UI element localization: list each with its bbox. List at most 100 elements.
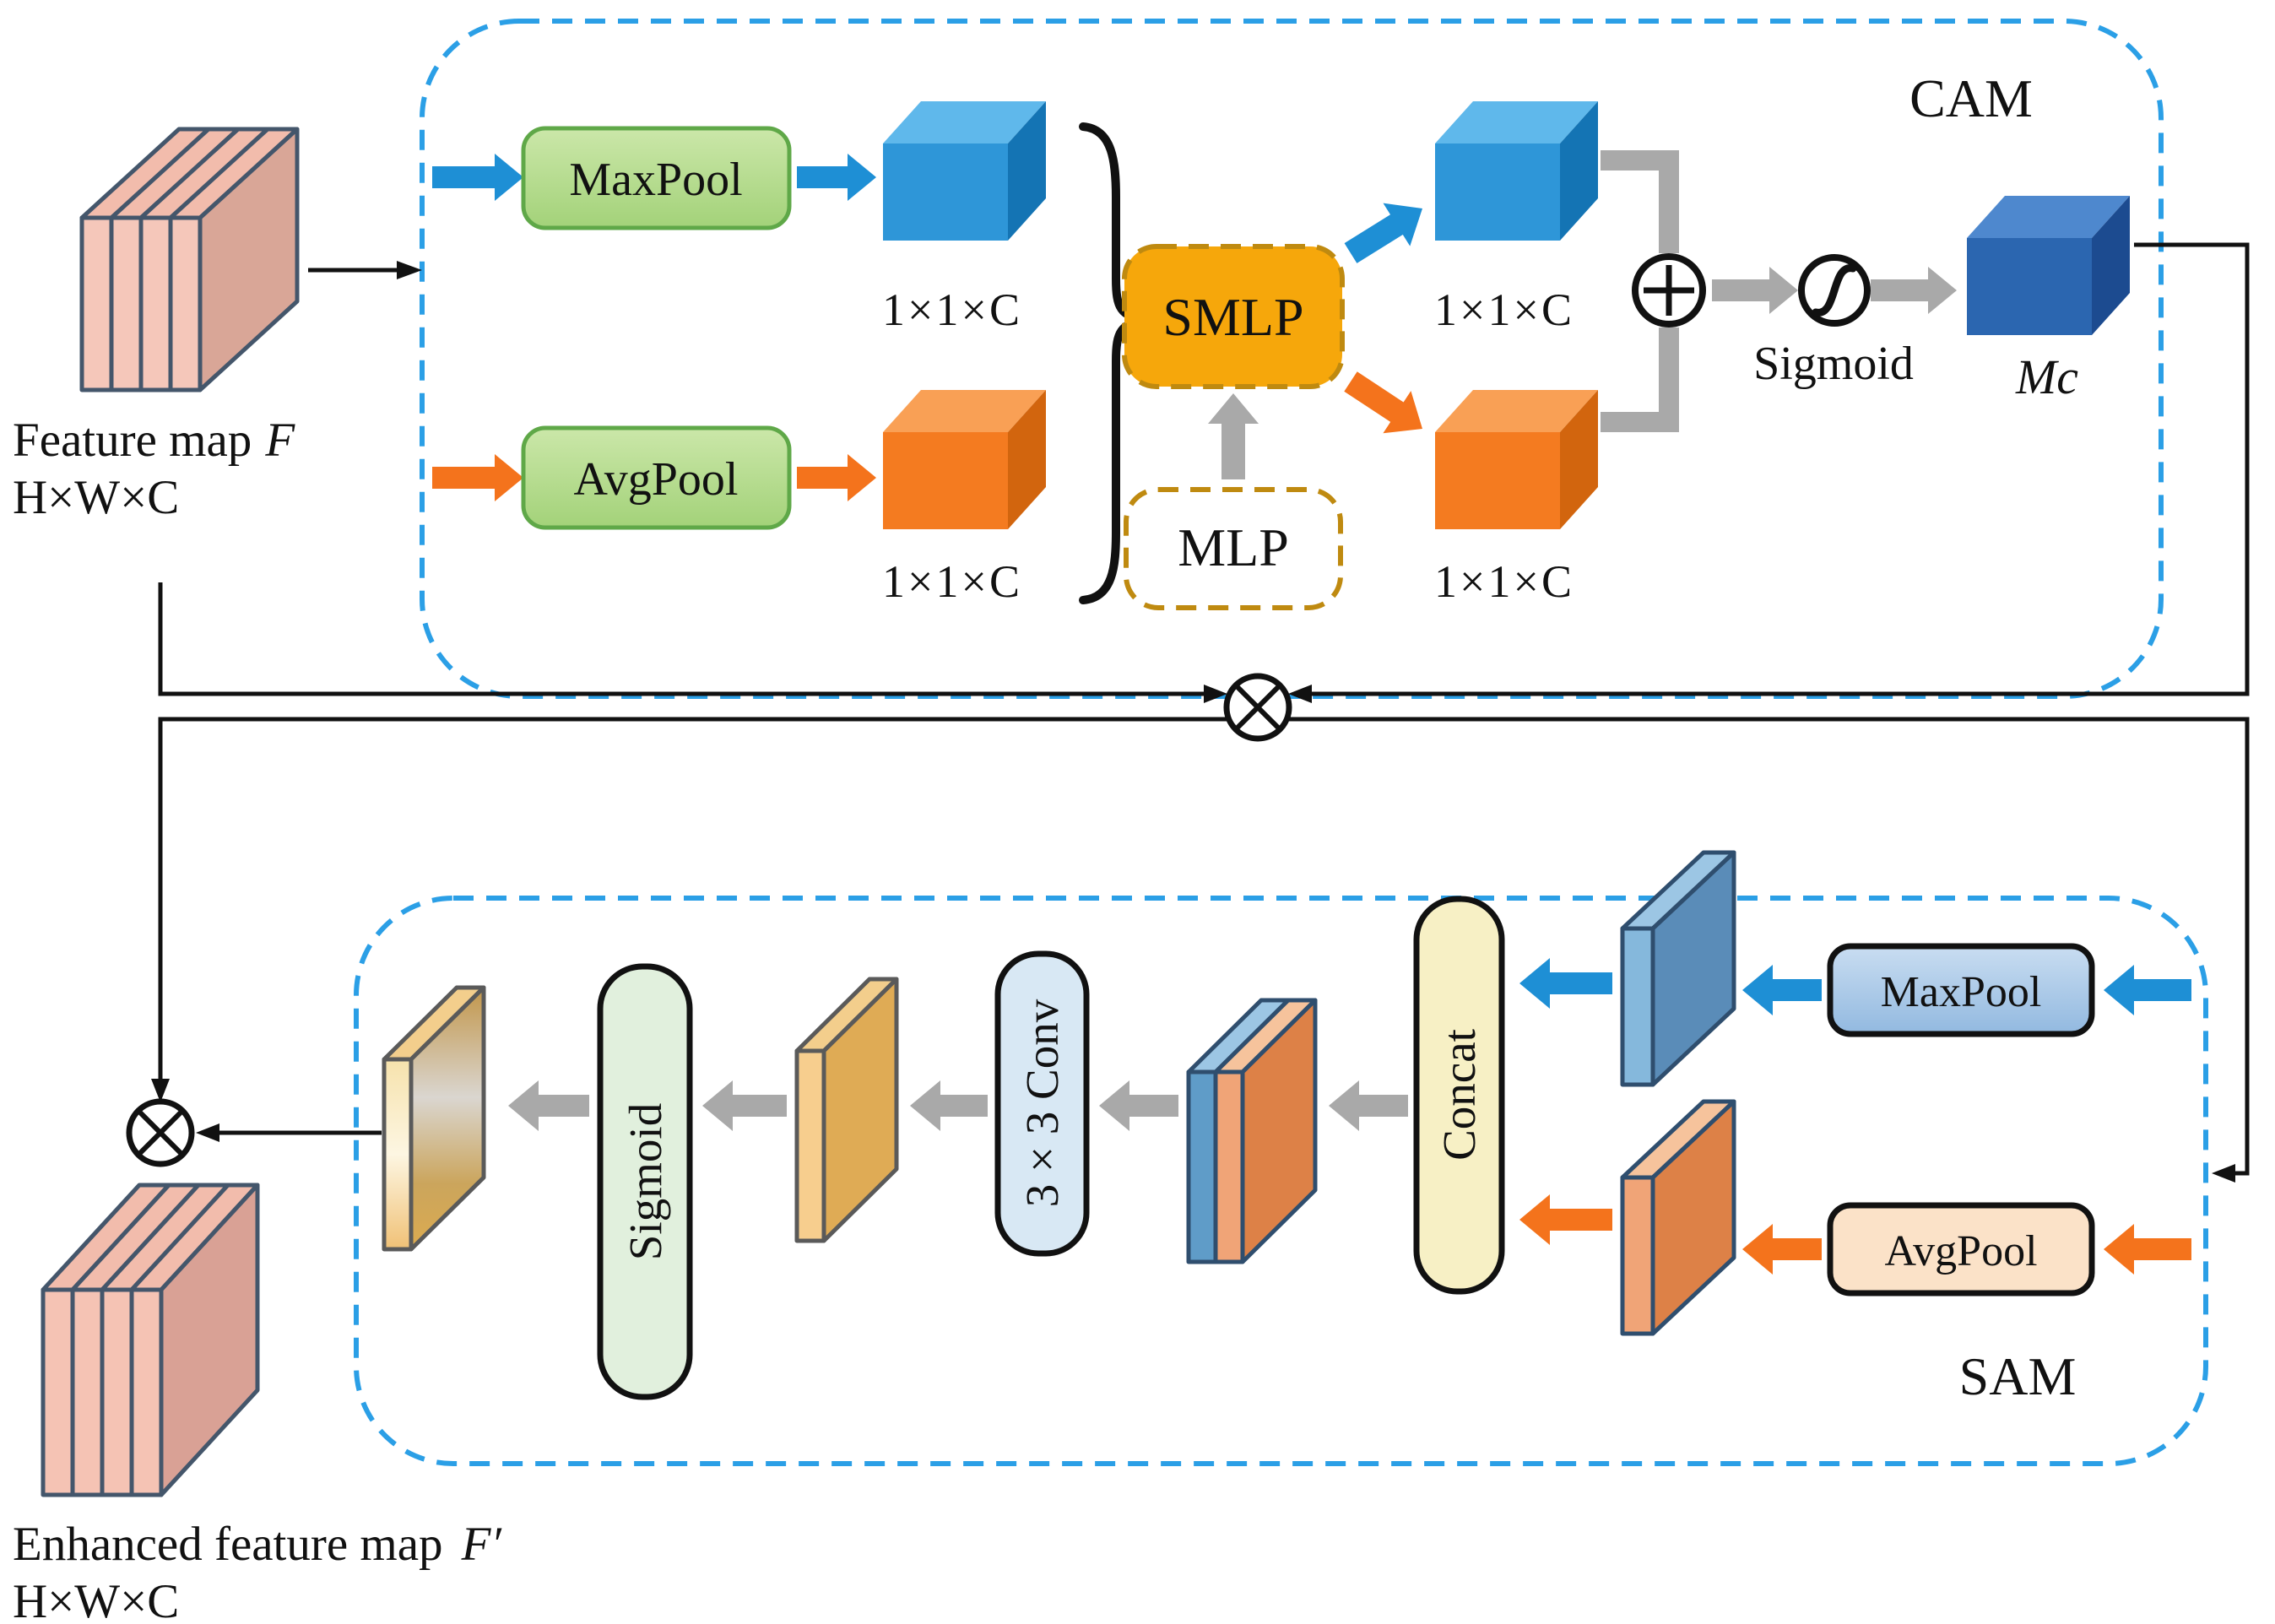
dim-label-max-in: 1×1×C <box>882 284 1022 335</box>
cam-title: CAM <box>1909 68 2033 128</box>
sam-max-plate <box>1620 850 1736 1087</box>
blue-arrow-smlp-out <box>1344 203 1422 263</box>
feature-slab-front <box>129 1287 164 1497</box>
feature-slab-front <box>168 215 203 392</box>
concat-box <box>1413 896 1505 1295</box>
dim-label-max-out: 1×1×C <box>1434 284 1574 335</box>
sam-sigmoid-label: Sigmoid <box>620 1103 671 1260</box>
cube-side <box>1560 390 1598 529</box>
cube-side <box>2092 196 2130 335</box>
cube-side <box>1560 101 1598 241</box>
plate-strip <box>1620 926 1655 1087</box>
output-dims-label: H×W×C <box>13 1575 179 1624</box>
cube-front <box>883 143 1008 241</box>
orange-arrow-smlp-out <box>1344 371 1422 434</box>
output-feature-map-stack <box>41 1183 260 1497</box>
feature-slab-front <box>70 1287 105 1497</box>
smlp-out-max-cube <box>1435 101 1598 241</box>
cam-avgpool-label: AvgPool <box>574 453 739 506</box>
cam-output-line <box>1295 242 2250 696</box>
input-label-text: Feature map <box>13 414 252 467</box>
gray-arrow-mlp-to-smlp <box>1208 393 1259 479</box>
output-label-text: Enhanced feature map <box>13 1518 443 1571</box>
multiply-icon-channel <box>1223 673 1292 742</box>
cube-front <box>1435 143 1560 241</box>
feature-branch-arrowhead <box>1204 685 1227 703</box>
gray-arrow-conv-to-plate <box>910 1080 988 1131</box>
gray-arrow-plate-to-sigmoid <box>702 1080 787 1131</box>
feature-slab-side <box>198 127 300 392</box>
blue-arrow-sam-maxpool-to-plate <box>1742 965 1822 1015</box>
add-icon <box>1632 253 1706 328</box>
sam-avgpool-label: AvgPool <box>1884 1227 2037 1275</box>
input-to-cam-arrowhead <box>397 261 422 279</box>
sam-avg-plate <box>1620 1099 1736 1336</box>
orange-arrow-sam-avgpool-to-plate <box>1742 1224 1822 1275</box>
gray-arrow-stack-to-conv <box>1099 1080 1178 1131</box>
channel-attention-cube-mc <box>1967 196 2130 335</box>
dim-label-avg-out: 1×1×C <box>1434 556 1574 607</box>
concat-label: Concat <box>1433 1029 1485 1161</box>
plate-strip-orange <box>1213 1069 1245 1264</box>
cam-sigmoid-label: Sigmoid <box>1753 338 1914 390</box>
spatial-attention-plate <box>382 985 486 1252</box>
mlp-box <box>1124 487 1343 610</box>
smlp-box <box>1122 244 1345 389</box>
cube-top <box>1435 390 1598 432</box>
avgpool-feature-cube <box>883 390 1046 529</box>
cube-front <box>883 432 1008 529</box>
blue-arrow-into-maxpool <box>432 154 523 201</box>
cam-output-arrowhead <box>1288 685 1312 703</box>
plate-strip <box>1620 1175 1655 1336</box>
plate-strip <box>794 1048 826 1243</box>
smlp-out-avg-cube <box>1435 390 1598 529</box>
cam-maxpool-label: MaxPool <box>569 154 742 206</box>
cam-maxpool-box <box>521 126 792 230</box>
input-feature-map-stack <box>79 127 300 392</box>
smlp-label: SMLP <box>1162 287 1303 347</box>
multiply-icon-spatial <box>126 1098 195 1167</box>
sam-maxpool-label: MaxPool <box>1881 968 2042 1016</box>
refined-feature-left-line <box>158 717 1228 1096</box>
mc-label: Mc <box>2015 349 2078 404</box>
refined-feature-to-sam-arrowhead <box>2212 1164 2235 1183</box>
orange-arrow-plate-to-concat <box>1519 1194 1612 1245</box>
cube-top <box>883 390 1046 432</box>
cam-box <box>420 19 2164 699</box>
dim-label-avg-in: 1×1×C <box>882 556 1022 607</box>
gray-bracket-top <box>1601 150 1679 253</box>
sam-title: SAM <box>1959 1346 2077 1406</box>
cube-side <box>1008 101 1046 241</box>
sam-output-arrowhead <box>196 1123 219 1142</box>
gray-arrow-add-to-sigmoid <box>1712 267 1798 314</box>
cube-top <box>1967 196 2130 238</box>
gray-arrow-concat-to-stack <box>1329 1080 1408 1131</box>
cube-front <box>1435 432 1560 529</box>
sam-box <box>354 896 2208 1466</box>
gray-bracket-bottom <box>1601 328 1679 432</box>
cube-top <box>883 101 1046 143</box>
orange-arrow-into-avgpool <box>432 454 523 501</box>
concat-plate <box>1186 998 1318 1264</box>
conv-output-plate <box>794 977 899 1243</box>
cube-top <box>1435 101 1598 143</box>
gray-arrow-sigmoid-to-attention <box>508 1080 589 1131</box>
feature-slab-front <box>100 1287 134 1497</box>
gray-arrow-sigmoid-to-mc <box>1871 267 1957 314</box>
plate-strip-blue <box>1186 1069 1218 1264</box>
feature-branch-line <box>158 582 1221 696</box>
feature-slab-side <box>159 1183 260 1497</box>
output-label-var: F′ <box>461 1518 503 1571</box>
feature-slab-front <box>138 215 173 392</box>
input-dims-label: H×W×C <box>13 471 179 524</box>
sam-sigmoid-box <box>597 963 693 1400</box>
sigmoid-icon <box>1798 254 1871 327</box>
feature-slab-front <box>109 215 144 392</box>
sam-avgpool-box <box>1827 1202 2095 1296</box>
orange-arrow-avgpool-to-cube <box>797 454 876 501</box>
mlp-label: MLP <box>1178 517 1289 577</box>
feature-slab-front <box>41 1287 75 1497</box>
